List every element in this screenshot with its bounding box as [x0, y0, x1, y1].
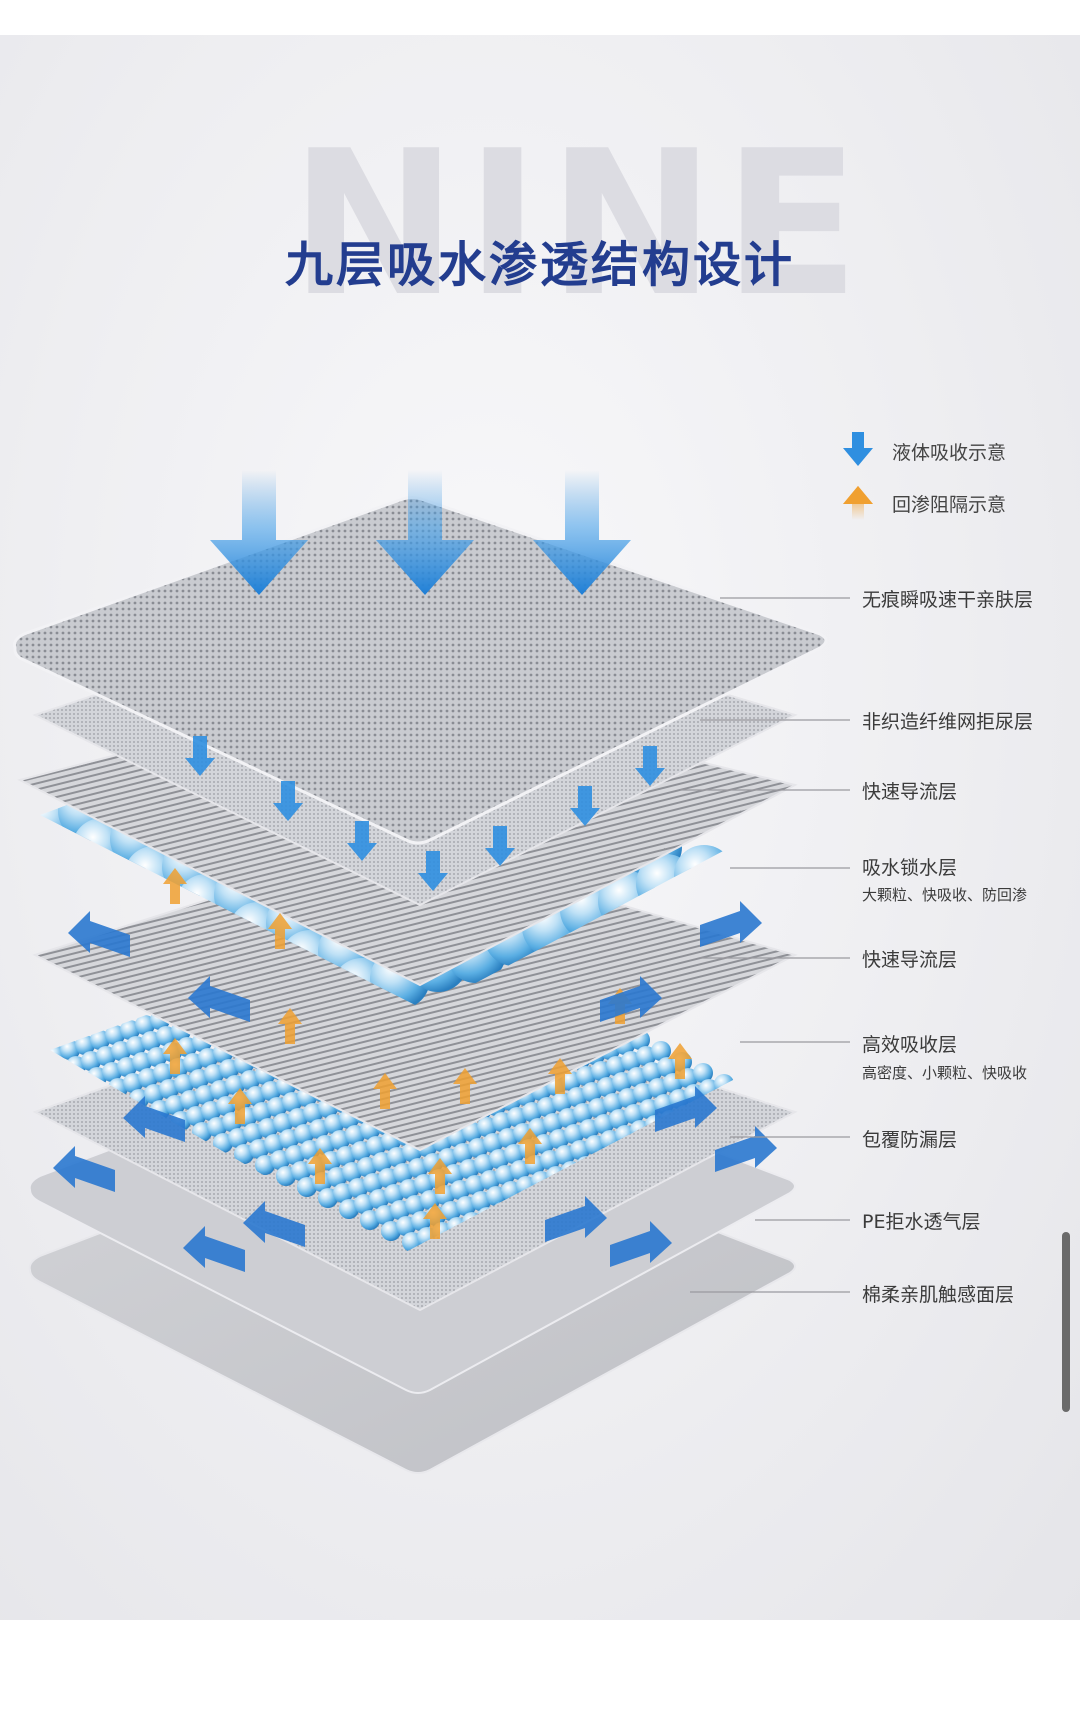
barrier-arrow-icon: [163, 868, 187, 904]
barrier-arrow-icon: [373, 1073, 397, 1109]
barrier-arrow-icon: [423, 1203, 447, 1239]
barrier-arrow-icon: [308, 1148, 332, 1184]
barrier-arrow-icon: [428, 1158, 452, 1194]
big-absorb-arrows: [210, 470, 631, 595]
spread-arrow-icon: [183, 1226, 245, 1272]
layer-label-6: 高效吸收层: [862, 1034, 958, 1056]
up-arrow-icon: [843, 486, 873, 520]
barrier-arrow-icon: [228, 1088, 252, 1124]
page-title: 九层吸水渗透结构设计: [284, 237, 795, 293]
barrier-arrow-icon: [278, 1008, 302, 1044]
spread-arrow-icon: [53, 1146, 115, 1192]
absorb-arrow-icon: [185, 736, 215, 776]
water-bead: [674, 845, 734, 905]
spread-arrow-icon: [123, 1096, 185, 1142]
watermark-text: NINE: [290, 108, 868, 341]
layer-label-1: 无痕瞬吸速干亲肤层: [862, 589, 1034, 611]
absorb-arrow-icon: [570, 786, 600, 826]
spread-arrow-icon: [243, 1201, 305, 1247]
layer-label-4: 吸水锁水层: [862, 857, 958, 879]
layer-label-2: 非织造纤维网拒尿层: [862, 711, 1034, 733]
absorb-arrow-icon: [273, 781, 303, 821]
layer-label-8: PE拒水透气层: [862, 1211, 981, 1233]
spread-arrow-icon: [700, 901, 762, 947]
layer-sub-4: 大颗粒、快吸收、防回渗: [862, 886, 1028, 904]
scrollbar[interactable]: [1062, 1232, 1070, 1412]
layer-label-5: 快速导流层: [862, 949, 958, 971]
small-absorb-arrows: [185, 736, 665, 891]
layer-sub-6: 高密度、小颗粒、快吸收: [862, 1064, 1028, 1082]
spread-arrow-icon: [545, 1196, 607, 1242]
barrier-arrow-icon: [518, 1128, 542, 1164]
absorb-arrow-icon: [418, 851, 448, 891]
spread-arrow-icon: [600, 976, 662, 1022]
barrier-arrow-icon: [268, 913, 292, 949]
layer-label-7: 包覆防漏层: [862, 1129, 958, 1151]
barrier-arrow-icon: [668, 1043, 692, 1079]
barrier-arrow-icon: [548, 1058, 572, 1094]
leader-lines: [680, 597, 850, 1293]
absorb-arrow-icon: [635, 746, 665, 786]
legend-label: 回渗阻隔示意: [892, 494, 1007, 516]
layer-1-plate: [12, 496, 828, 845]
spread-arrow-icon: [655, 1086, 717, 1132]
layer-label-3: 快速导流层: [862, 781, 958, 803]
absorbent-granule: [651, 1041, 671, 1061]
layer-label-9: 棉柔亲肌触感面层: [862, 1284, 1015, 1306]
spread-arrow-icon: [610, 1221, 672, 1267]
absorb-arrow-icon: [347, 821, 377, 861]
absorbent-granule: [693, 1063, 713, 1083]
spread-arrow-icon: [68, 911, 130, 957]
bottom-blank-area: [0, 1620, 1080, 1734]
down-arrow-icon: [843, 432, 873, 466]
barrier-arrow-icon: [453, 1068, 477, 1104]
spread-arrow-icon: [188, 976, 250, 1022]
legend-label: 液体吸收示意: [892, 442, 1007, 464]
barrier-arrow-icon: [163, 1038, 187, 1074]
absorb-arrow-icon: [485, 826, 515, 866]
top-bar: [0, 0, 1080, 35]
